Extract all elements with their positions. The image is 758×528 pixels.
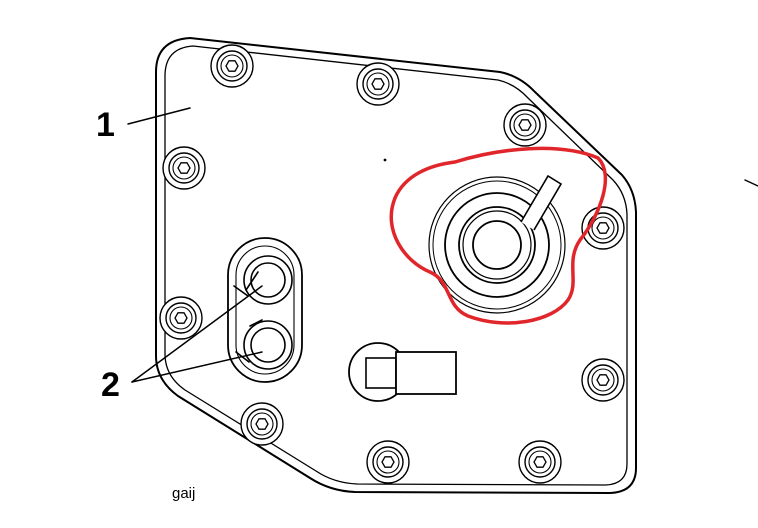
leader-line-1	[127, 107, 191, 125]
leader-line-2b	[131, 351, 263, 383]
callout-label-1: 1	[96, 106, 115, 144]
cover-plate-inner-outline	[164, 45, 628, 486]
hex-socket-bolt-icon	[162, 146, 206, 190]
connector-plug-icon	[348, 342, 457, 402]
callout-label-2: 2	[101, 366, 120, 404]
figure-caption: gaij	[172, 485, 195, 502]
highlight-circle	[389, 146, 608, 325]
leader-line-2a	[131, 285, 263, 383]
hex-socket-bolt-icon	[503, 103, 547, 147]
hex-socket-bolt-icon	[210, 44, 254, 88]
hex-socket-bolt-icon	[159, 296, 203, 340]
hex-socket-bolt-icon	[240, 402, 284, 446]
hex-socket-bolt-icon	[581, 358, 625, 402]
hex-socket-bolt-icon	[356, 62, 400, 106]
hex-socket-bolt-icon	[366, 440, 410, 484]
shaft-seal-icon	[428, 174, 566, 314]
cover-plate-outline	[155, 37, 637, 494]
hex-socket-bolt-icon	[518, 440, 562, 484]
plug-pair	[227, 237, 303, 383]
